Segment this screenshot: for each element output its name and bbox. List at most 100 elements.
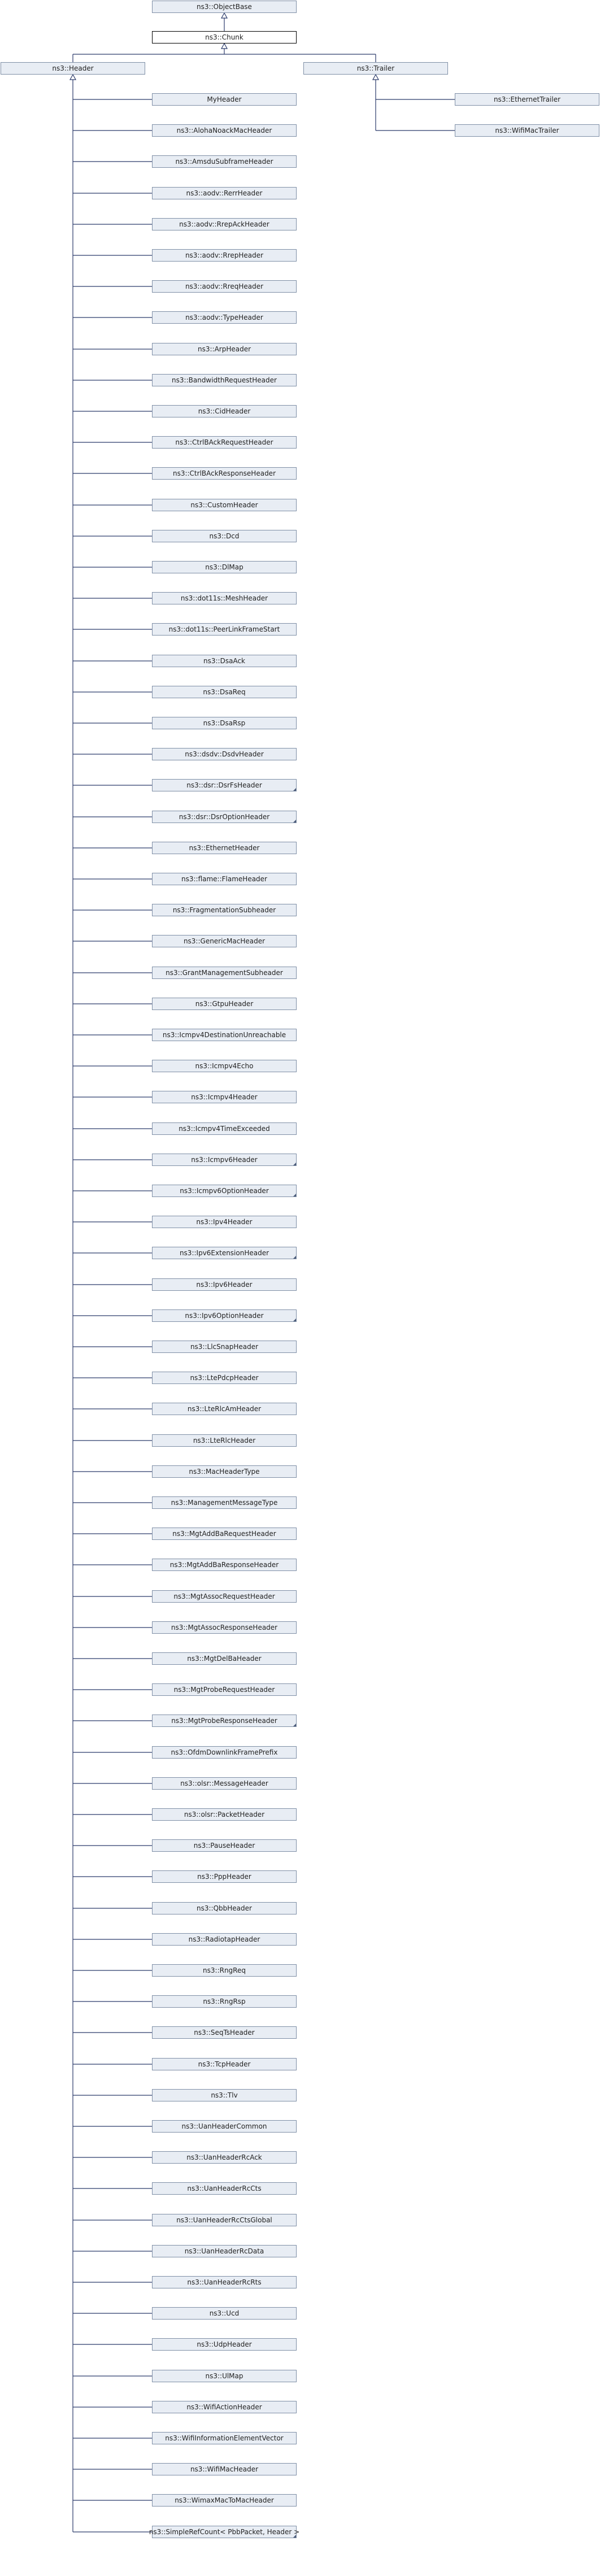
class-node-header[interactable]: ns3::Header bbox=[1, 62, 145, 75]
class-node-header-subclass[interactable]: ns3::flame::FlameHeader bbox=[152, 873, 297, 885]
class-node-header-subclass[interactable]: ns3::UanHeaderRcData bbox=[152, 2245, 297, 2257]
class-node-header-subclass[interactable]: ns3::Icmpv4Header bbox=[152, 1091, 297, 1103]
class-label: ns3::aodv::RrepHeader bbox=[185, 251, 264, 259]
class-node-header-subclass[interactable]: ns3::UanHeaderRcRts bbox=[152, 2276, 297, 2288]
class-node-header-subclass[interactable]: ns3::MgtProbeResponseHeader bbox=[152, 1715, 297, 1727]
class-node-header-subclass[interactable]: ns3::Ipv6Header bbox=[152, 1278, 297, 1291]
class-node-header-subclass[interactable]: ns3::GtpuHeader bbox=[152, 998, 297, 1010]
class-node-trailer[interactable]: ns3::Trailer bbox=[303, 62, 448, 75]
class-node-header-subclass[interactable]: ns3::PauseHeader bbox=[152, 1839, 297, 1852]
class-label: ns3::dot11s::PeerLinkFrameStart bbox=[168, 625, 280, 633]
class-node-header-subclass[interactable]: ns3::GrantManagementSubheader bbox=[152, 967, 297, 979]
class-label: ns3::UlMap bbox=[205, 2372, 243, 2380]
class-node-header-subclass[interactable]: ns3::LteRlcHeader bbox=[152, 1434, 297, 1447]
class-node-header-subclass[interactable]: ns3::Dcd bbox=[152, 530, 297, 542]
class-node-header-subclass[interactable]: ns3::MgtAssocResponseHeader bbox=[152, 1621, 297, 1634]
class-node-header-subclass[interactable]: ns3::MgtAddBaRequestHeader bbox=[152, 1528, 297, 1540]
class-node-header-subclass[interactable]: ns3::GenericMacHeader bbox=[152, 935, 297, 947]
class-label: ns3::MgtDelBaHeader bbox=[187, 1655, 262, 1663]
class-node-header-subclass[interactable]: ns3::dot11s::PeerLinkFrameStart bbox=[152, 623, 297, 636]
class-node-header-subclass[interactable]: ns3::Icmpv6OptionHeader bbox=[152, 1185, 297, 1197]
class-node-header-subclass[interactable]: ns3::UanHeaderRcCts bbox=[152, 2182, 297, 2195]
class-node-header-subclass[interactable]: ns3::DsaAck bbox=[152, 655, 297, 667]
class-node-header-subclass[interactable]: ns3::DsaReq bbox=[152, 686, 297, 698]
class-node-header-subclass[interactable]: MyHeader bbox=[152, 93, 297, 106]
class-node-header-subclass[interactable]: ns3::DsaRsp bbox=[152, 717, 297, 729]
class-node-header-subclass[interactable]: ns3::MgtProbeRequestHeader bbox=[152, 1683, 297, 1696]
class-node-header-subclass[interactable]: ns3::WifiInformationElementVector bbox=[152, 2432, 297, 2444]
class-node-header-subclass[interactable]: ns3::WifiMacHeader bbox=[152, 2463, 297, 2475]
class-node-header-subclass[interactable]: ns3::aodv::RerrHeader bbox=[152, 187, 297, 199]
class-node-header-subclass[interactable]: ns3::CidHeader bbox=[152, 405, 297, 417]
class-node-header-subclass[interactable]: ns3::olsr::MessageHeader bbox=[152, 1777, 297, 1790]
class-node-header-subclass[interactable]: ns3::DlMap bbox=[152, 561, 297, 573]
class-label: ns3::olsr::MessageHeader bbox=[180, 1779, 268, 1787]
class-node-header-subclass[interactable]: ns3::dsr::DsrOptionHeader bbox=[152, 811, 297, 823]
class-node-header-subclass[interactable]: ns3::CtrlBAckRequestHeader bbox=[152, 436, 297, 449]
class-node-header-subclass[interactable]: ns3::Tlv bbox=[152, 2089, 297, 2101]
class-node-header-subclass[interactable]: ns3::aodv::TypeHeader bbox=[152, 311, 297, 324]
class-node-header-subclass[interactable]: ns3::UdpHeader bbox=[152, 2338, 297, 2351]
class-node-header-subclass[interactable]: ns3::QbbHeader bbox=[152, 1902, 297, 1914]
class-node-header-subclass[interactable]: ns3::UanHeaderCommon bbox=[152, 2120, 297, 2133]
class-node-header-subclass[interactable]: ns3::Icmpv4DestinationUnreachable bbox=[152, 1029, 297, 1041]
class-label: ns3::Trailer bbox=[356, 64, 395, 72]
class-node-header-subclass[interactable]: ns3::ManagementMessageType bbox=[152, 1496, 297, 1509]
class-node-header-subclass[interactable]: ns3::Ipv6ExtensionHeader bbox=[152, 1247, 297, 1259]
class-node-header-subclass[interactable]: ns3::WifiActionHeader bbox=[152, 2401, 297, 2413]
class-node-header-subclass[interactable]: ns3::dsdv::DsdvHeader bbox=[152, 748, 297, 760]
class-label: ns3::MgtProbeRequestHeader bbox=[173, 1686, 275, 1694]
class-node-header-subclass[interactable]: ns3::dot11s::MeshHeader bbox=[152, 592, 297, 604]
class-node-header-subclass[interactable]: ns3::MgtAssocRequestHeader bbox=[152, 1590, 297, 1603]
class-node-header-subclass[interactable]: ns3::LtePdcpHeader bbox=[152, 1372, 297, 1384]
class-label: ns3::GrantManagementSubheader bbox=[166, 969, 283, 977]
class-node-header-subclass[interactable]: ns3::aodv::RrepAckHeader bbox=[152, 218, 297, 230]
class-label: ns3::UanHeaderRcData bbox=[184, 2247, 264, 2255]
class-node-header-subclass[interactable]: ns3::Icmpv4Echo bbox=[152, 1060, 297, 1072]
class-node-header-subclass[interactable]: ns3::MacHeaderType bbox=[152, 1465, 297, 1478]
class-node-header-subclass[interactable]: ns3::Ipv6OptionHeader bbox=[152, 1309, 297, 1322]
class-label: ns3::WifiActionHeader bbox=[186, 2403, 262, 2411]
class-node-header-subclass[interactable]: ns3::aodv::RreqHeader bbox=[152, 280, 297, 293]
class-label: ns3::MacHeaderType bbox=[189, 1468, 260, 1476]
class-node-header-subclass[interactable]: ns3::UanHeaderRcAck bbox=[152, 2151, 297, 2164]
class-node-header-subclass[interactable]: ns3::SeqTsHeader bbox=[152, 2026, 297, 2039]
class-node-header-subclass[interactable]: ns3::Icmpv6Header bbox=[152, 1154, 297, 1166]
class-node-header-subclass[interactable]: ns3::WimaxMacToMacHeader bbox=[152, 2494, 297, 2507]
class-label: ns3::ArpHeader bbox=[197, 345, 251, 353]
class-node-header-subclass[interactable]: ns3::MgtAddBaResponseHeader bbox=[152, 1559, 297, 1571]
class-node-header-subclass[interactable]: ns3::Icmpv4TimeExceeded bbox=[152, 1122, 297, 1135]
class-node-header-subclass[interactable]: ns3::EthernetHeader bbox=[152, 842, 297, 854]
class-node-header-subclass[interactable]: ns3::Ipv4Header bbox=[152, 1216, 297, 1228]
class-label: ns3::DsaReq bbox=[203, 688, 246, 696]
class-node-header-subclass[interactable]: ns3::AlohaNoackMacHeader bbox=[152, 124, 297, 137]
class-node-trailer-subclass[interactable]: ns3::WifiMacTrailer bbox=[455, 124, 599, 137]
class-node-header-subclass[interactable]: ns3::RngReq bbox=[152, 1964, 297, 1977]
class-node-header-subclass[interactable]: ns3::UlMap bbox=[152, 2370, 297, 2382]
class-node-header-subclass[interactable]: ns3::LlcSnapHeader bbox=[152, 1341, 297, 1353]
class-node-header-subclass[interactable]: ns3::CtrlBAckResponseHeader bbox=[152, 467, 297, 480]
class-node-header-subclass[interactable]: ns3::ArpHeader bbox=[152, 343, 297, 355]
class-node-header-subclass[interactable]: ns3::aodv::RrepHeader bbox=[152, 249, 297, 262]
class-node-objectbase[interactable]: ns3::ObjectBase bbox=[152, 1, 297, 13]
class-node-header-subclass[interactable]: ns3::MgtDelBaHeader bbox=[152, 1652, 297, 1665]
class-node-header-subclass[interactable]: ns3::dsr::DsrFsHeader bbox=[152, 779, 297, 791]
class-node-header-subclass[interactable]: ns3::PppHeader bbox=[152, 1870, 297, 1883]
class-node-header-subclass[interactable]: ns3::CustomHeader bbox=[152, 499, 297, 511]
class-node-header-subclass[interactable]: ns3::LteRlcAmHeader bbox=[152, 1403, 297, 1415]
class-node-trailer-subclass[interactable]: ns3::EthernetTrailer bbox=[455, 93, 599, 106]
class-label: ns3::Chunk bbox=[205, 33, 243, 41]
class-node-header-subclass[interactable]: ns3::TcpHeader bbox=[152, 2058, 297, 2070]
class-node-header-subclass[interactable]: ns3::BandwidthRequestHeader bbox=[152, 374, 297, 386]
class-node-header-subclass[interactable]: ns3::OfdmDownlinkFramePrefix bbox=[152, 1746, 297, 1759]
class-node-header-subclass[interactable]: ns3::RngRsp bbox=[152, 1995, 297, 2008]
class-node-header-subclass[interactable]: ns3::olsr::PacketHeader bbox=[152, 1808, 297, 1821]
inheritance-arrow bbox=[220, 42, 228, 49]
class-node-header-subclass[interactable]: ns3::FragmentationSubheader bbox=[152, 904, 297, 916]
class-node-header-subclass[interactable]: ns3::SimpleRefCount< PbbPacket, Header > bbox=[149, 2526, 299, 2538]
class-node-header-subclass[interactable]: ns3::UanHeaderRcCtsGlobal bbox=[152, 2214, 297, 2226]
class-node-header-subclass[interactable]: ns3::AmsduSubframeHeader bbox=[152, 155, 297, 168]
class-node-header-subclass[interactable]: ns3::Ucd bbox=[152, 2307, 297, 2320]
class-node-header-subclass[interactable]: ns3::RadiotapHeader bbox=[152, 1933, 297, 1946]
